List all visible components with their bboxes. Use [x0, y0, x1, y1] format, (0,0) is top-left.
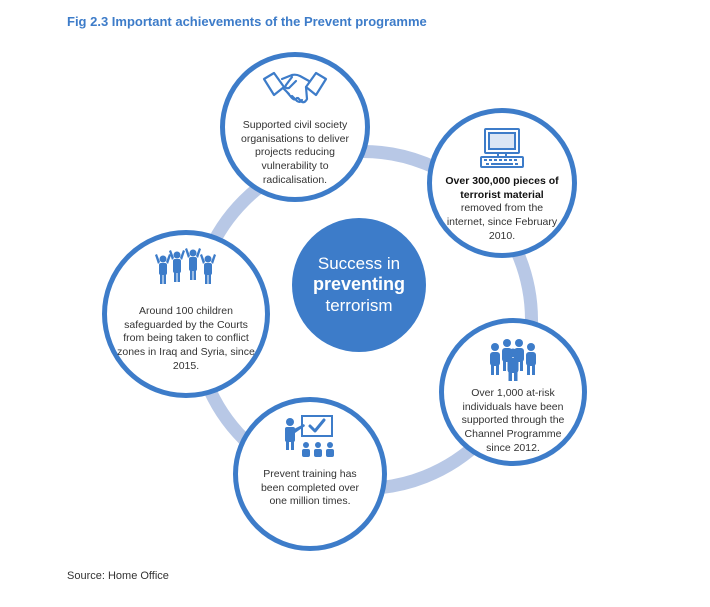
- node-at-risk-text: Over 1,000 at-risk individuals have been…: [461, 387, 565, 454]
- node-training: Prevent training has been completed over…: [233, 397, 387, 551]
- handshake-icon: [262, 71, 328, 104]
- figure-title: Fig 2.3 Important achievements of the Pr…: [67, 14, 427, 29]
- node-children: Around 100 children safeguarded by the C…: [102, 230, 270, 398]
- node-civil-society-text: Supported civil society organisations to…: [241, 119, 349, 186]
- source-note: Source: Home Office: [67, 570, 169, 582]
- node-children-text: Around 100 children safeguarded by the C…: [117, 305, 255, 372]
- center-line-3: terrorism: [325, 295, 393, 315]
- node-civil-society: Supported civil society organisations to…: [220, 52, 370, 202]
- group-people-icon: [490, 339, 536, 381]
- center-circle: Success in preventing terrorism: [292, 218, 426, 352]
- node-terrorist-material-detail: removed from the internet, since Februar…: [446, 202, 558, 242]
- node-terrorist-material-text: Over 300,000 pieces of terrorist materia…: [432, 175, 572, 243]
- computer-icon: [480, 128, 524, 168]
- node-terrorist-material: Over 300,000 pieces of terrorist materia…: [427, 108, 577, 258]
- children-icon: [155, 248, 216, 284]
- center-line-2: preventing: [312, 274, 405, 295]
- node-at-risk: Over 1,000 at-risk individuals have been…: [439, 318, 587, 466]
- node-terrorist-material-highlight: Over 300,000 pieces of terrorist materia…: [445, 175, 559, 201]
- training-presentation-icon: [285, 415, 334, 457]
- center-line-1: Success in: [317, 253, 401, 273]
- node-training-text: Prevent training has been completed over…: [260, 468, 360, 508]
